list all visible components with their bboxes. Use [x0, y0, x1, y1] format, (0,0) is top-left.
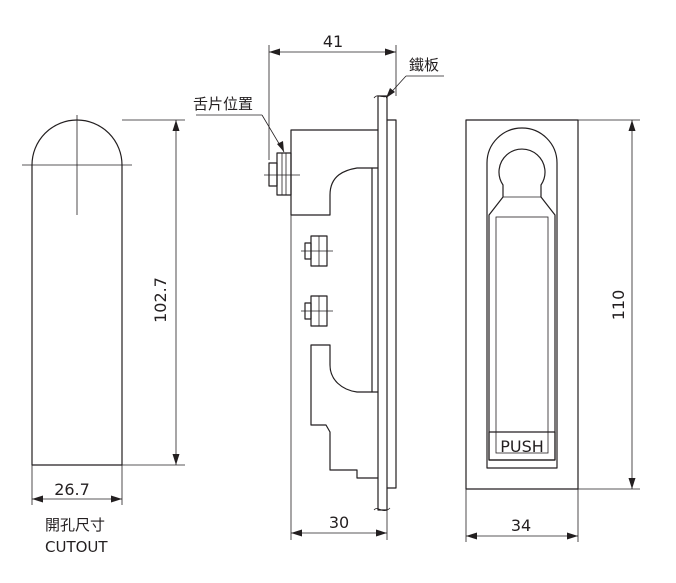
steel-plate-label: 鐵板 — [409, 56, 439, 74]
cutout-title-cn: 開孔尺寸 — [45, 516, 105, 534]
cutout-outline — [31, 119, 123, 466]
cutout-title-en: CUTOUT — [45, 538, 108, 556]
tongue-position-label: 舌片位置 — [193, 95, 253, 113]
push-label-box — [488, 431, 556, 461]
bezel-flange — [386, 119, 397, 489]
cutout-height-arrow-bottom — [172, 454, 180, 465]
front-outer-frame — [465, 119, 579, 490]
front-width-label: 34 — [511, 516, 531, 535]
cutout-height-label: 102.7 — [151, 277, 170, 323]
side-top-arrow-right — [385, 48, 396, 56]
front-height-arrow-bottom — [628, 478, 636, 489]
side-bottom-arrow-right — [376, 529, 387, 537]
cutout-width-arrow-right — [111, 495, 122, 503]
cutout-width-label: 26.7 — [54, 480, 90, 499]
handle-lever — [488, 148, 556, 461]
steel-leader-arrow — [386, 88, 395, 98]
side-top-dim-label: 41 — [323, 32, 343, 51]
cutout-view: 102.7 26.7 開孔尺寸 CUTOUT — [22, 115, 185, 556]
cutout-width-arrow-left — [32, 495, 43, 503]
front-width-arrow-right — [567, 532, 578, 540]
housing-lower — [310, 344, 379, 479]
tongue-screw — [268, 162, 278, 187]
front-height-label: 110 — [609, 290, 628, 321]
tongue-nut — [276, 152, 292, 196]
front-height-arrow-top — [628, 120, 636, 131]
cutout-height-arrow-top — [172, 120, 180, 131]
side-bottom-dim-label: 30 — [329, 513, 349, 532]
lower-bolt-shank — [304, 302, 312, 320]
side-view: 41 30 舌片位置 鐵板 — [193, 32, 444, 540]
steel-plate-break-bottom — [373, 507, 391, 511]
front-width-arrow-left — [466, 532, 477, 540]
front-view: PUSH 110 34 — [465, 119, 640, 542]
front-inner-recess — [486, 127, 558, 469]
side-bottom-arrow-left — [291, 529, 302, 537]
housing-body — [290, 129, 379, 216]
upper-bolt-shank — [304, 242, 312, 260]
push-label: PUSH — [500, 437, 544, 456]
steel-plate — [377, 95, 388, 511]
side-top-arrow-left — [269, 48, 280, 56]
handle-face — [495, 216, 549, 454]
tongue-leader-arrow — [277, 141, 284, 152]
